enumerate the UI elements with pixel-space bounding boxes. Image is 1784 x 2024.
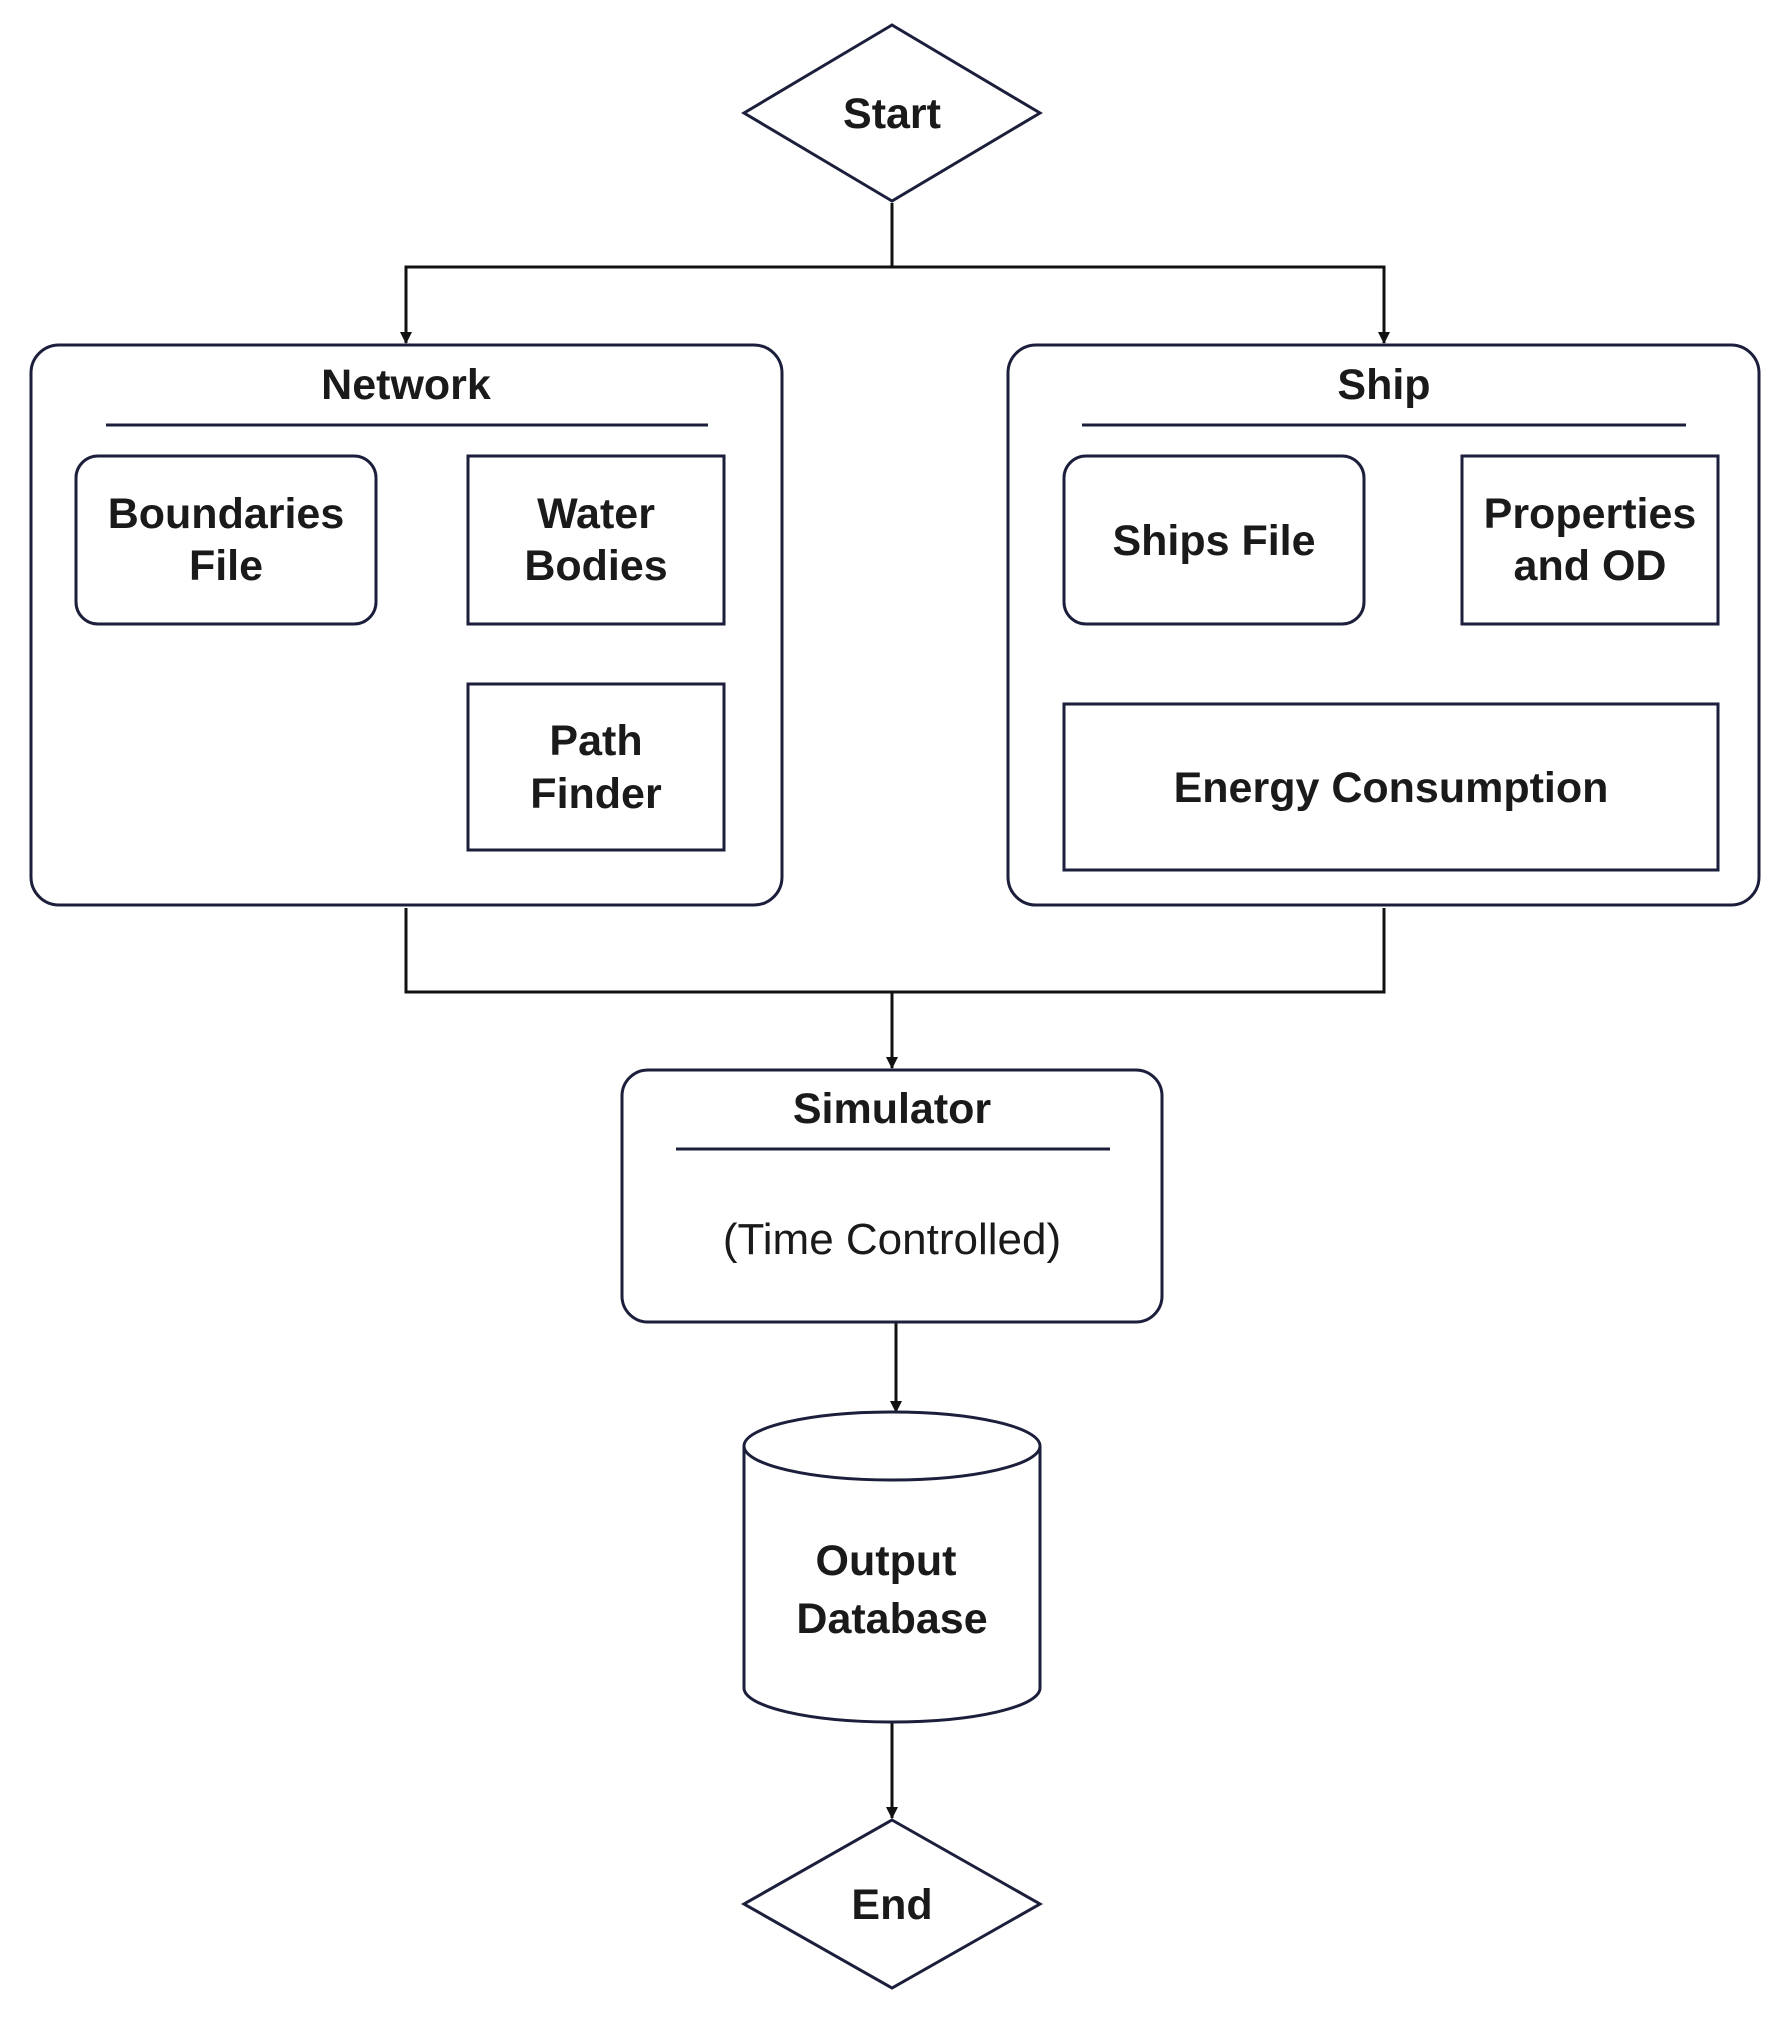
network-group: Network Boundaries File Water Bodies Pat… [29,343,784,907]
database-cylinder-top [742,1410,1042,1482]
connector-network-merge [404,908,892,994]
simulator-node: Simulator (Time Controlled) [620,1068,1164,1324]
simulator-title: Simulator [793,1085,992,1133]
connector-to-network [400,265,892,344]
connector-to-ship [892,265,1390,344]
database-cylinder-body [742,1446,1042,1724]
ships-file-label: Ships File [1112,517,1315,565]
ships-file-box [1062,454,1366,626]
connector-ship-merge [892,908,1386,994]
water-bodies-label-1: Water [537,490,655,538]
properties-od-label-2: and OD [1514,542,1667,590]
properties-od-box [1460,454,1720,626]
end-diamond [740,1818,1044,1990]
path-finder-box [466,682,726,852]
start-label: Start [843,90,941,138]
start-node: Start [741,23,1043,203]
boundaries-file-box [74,454,378,626]
end-node: End [740,1818,1044,1990]
path-finder-label-1: Path [549,717,642,765]
end-label: End [851,1881,932,1929]
output-database-node: Output Database [742,1410,1042,1724]
water-bodies-box [466,454,726,626]
output-database-label-1: Output [816,1537,957,1585]
boundaries-file-label-1: Boundaries [108,490,345,538]
simulator-box [620,1068,1164,1324]
path-finder-label-2: Finder [530,770,662,818]
energy-consumption-box [1062,702,1720,872]
ship-group: Ship Ships File Properties and OD Energy… [1006,343,1761,907]
simulator-subtitle: (Time Controlled) [723,1215,1061,1264]
properties-od-label-1: Properties [1484,490,1697,538]
ship-title: Ship [1337,361,1430,409]
water-bodies-label-2: Bodies [524,542,667,590]
boundaries-file-label-2: File [189,542,263,590]
start-diamond [741,23,1043,203]
energy-consumption-label: Energy Consumption [1174,764,1609,812]
network-title: Network [321,361,491,409]
output-database-label-2: Database [796,1595,987,1643]
